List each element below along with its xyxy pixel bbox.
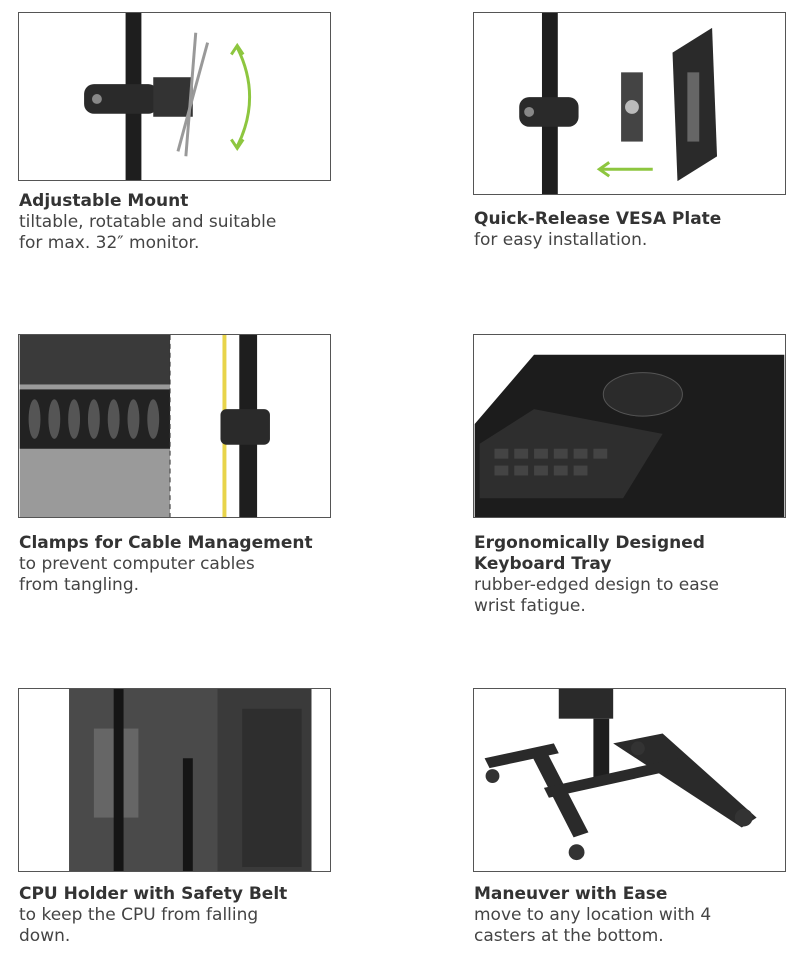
feature-keyboard-tray: Ergonomically Designed Keyboard Tray rub…	[474, 533, 804, 617]
feature-title: Adjustable Mount	[19, 191, 189, 211]
feature-title-line2: Keyboard Tray	[474, 554, 612, 574]
feature-title: Ergonomically Designed	[474, 533, 705, 553]
feature-title: Quick-Release VESA Plate	[474, 209, 722, 229]
feature-vesa-plate: Quick-Release VESA Plate for easy instal…	[474, 209, 804, 251]
keyboard-tray-image	[473, 334, 786, 518]
feature-title: Clamps for Cable Management	[19, 533, 313, 553]
feature-cpu-holder: CPU Holder with Safety Belt to keep the …	[19, 884, 349, 947]
vesa-plate-image	[473, 12, 786, 195]
feature-desc: for max. 32″ monitor.	[19, 233, 200, 253]
feature-casters: Maneuver with Ease move to any location …	[474, 884, 804, 947]
cable-clamps-image	[18, 334, 331, 518]
feature-desc: to prevent computer cables	[19, 554, 255, 574]
cpu-holder-image	[18, 688, 331, 872]
feature-desc: for easy installation.	[474, 230, 648, 250]
feature-desc: from tangling.	[19, 575, 140, 595]
feature-desc: rubber-edged design to ease	[474, 575, 719, 595]
feature-desc: casters at the bottom.	[474, 926, 664, 946]
feature-desc: to keep the CPU from falling	[19, 905, 259, 925]
feature-title: Maneuver with Ease	[474, 884, 668, 904]
feature-desc: move to any location with 4	[474, 905, 712, 925]
feature-adjustable-mount: Adjustable Mount tiltable, rotatable and…	[19, 191, 349, 254]
feature-cable-clamps: Clamps for Cable Management to prevent c…	[19, 533, 349, 596]
feature-desc: wrist fatigue.	[474, 596, 586, 616]
adjustable-mount-image	[18, 12, 331, 181]
feature-title: CPU Holder with Safety Belt	[19, 884, 288, 904]
casters-image	[473, 688, 786, 872]
feature-desc: down.	[19, 926, 71, 946]
feature-desc: tiltable, rotatable and suitable	[19, 212, 277, 232]
